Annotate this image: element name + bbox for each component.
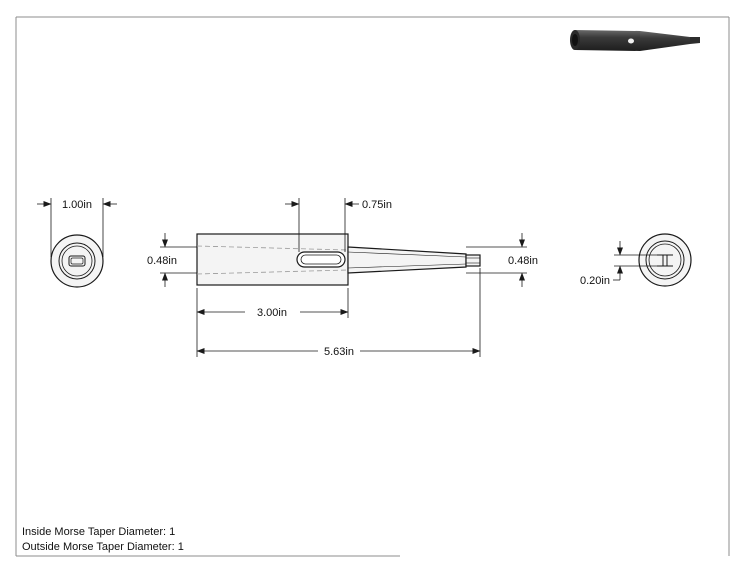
right-end-view bbox=[638, 233, 692, 287]
dim-right-height: 0.48in bbox=[508, 255, 538, 267]
front-view bbox=[196, 233, 481, 286]
sheet-border bbox=[15, 16, 730, 557]
left-end-view bbox=[50, 234, 104, 288]
dimension-lines bbox=[37, 198, 660, 357]
dim-overall-length: 5.63in bbox=[324, 346, 354, 358]
outside-taper-note: Outside Morse Taper Diameter: 1 bbox=[22, 541, 184, 553]
isometric-preview bbox=[570, 30, 700, 51]
dim-slot-length: 0.75in bbox=[362, 199, 392, 211]
inside-taper-note: Inside Morse Taper Diameter: 1 bbox=[22, 526, 176, 538]
dim-body-length: 3.00in bbox=[257, 307, 287, 319]
dim-tang-width: 0.20in bbox=[580, 275, 610, 287]
dim-end-diameter: 1.00in bbox=[62, 199, 92, 211]
dim-left-height: 0.48in bbox=[147, 255, 177, 267]
